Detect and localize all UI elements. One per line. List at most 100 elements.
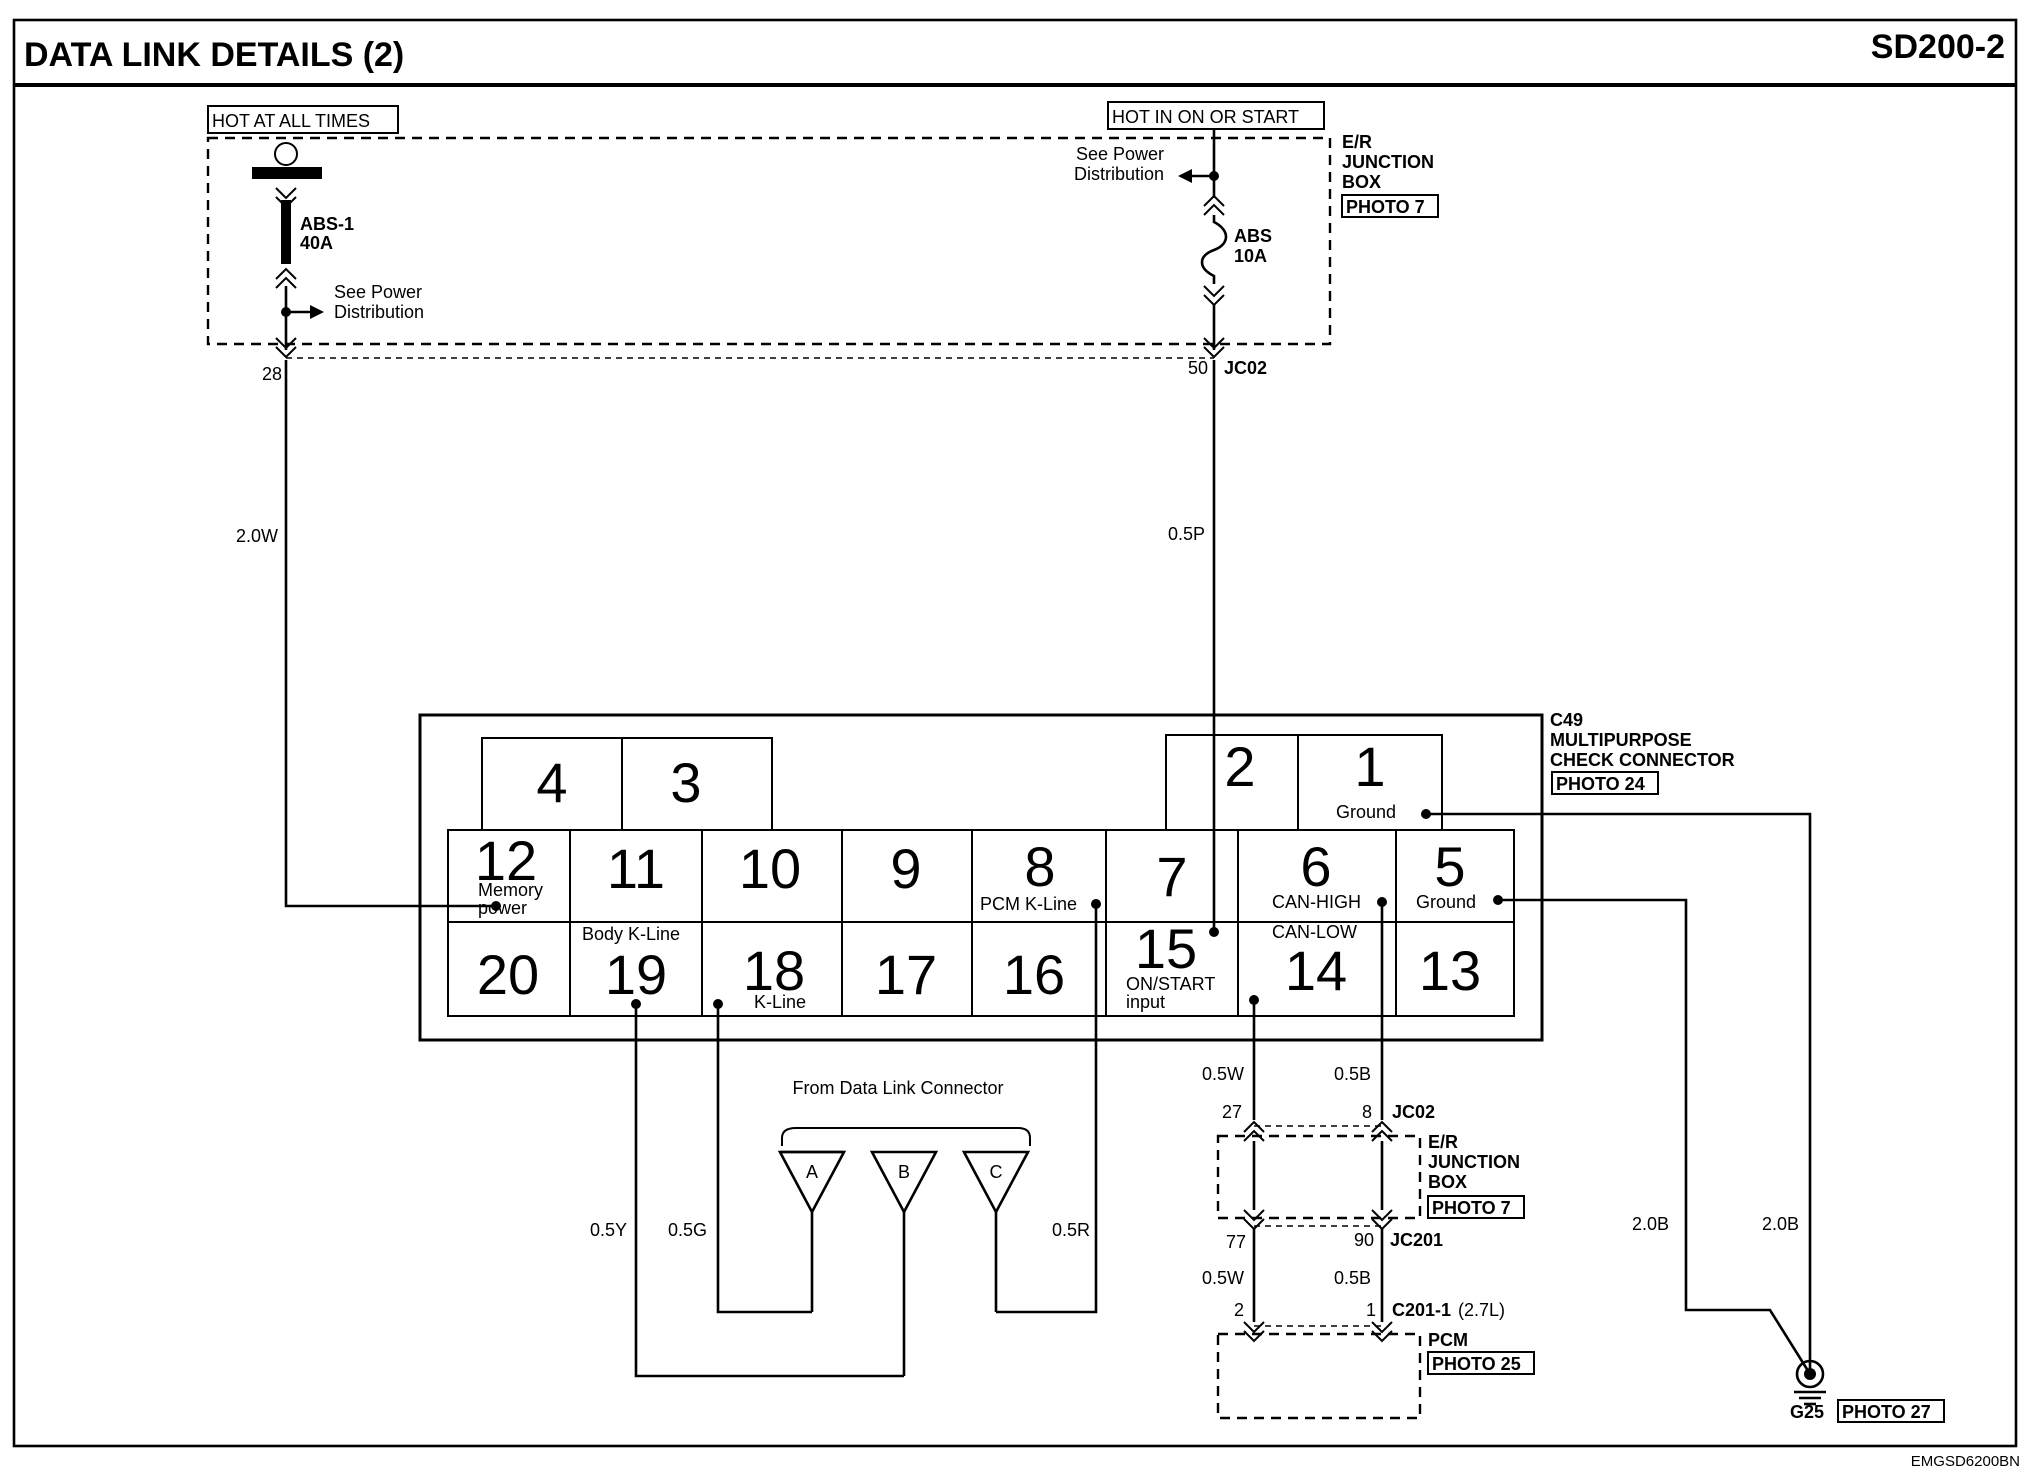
wire-0-5p-label: 0.5P [1168,524,1205,544]
c49-connector-body [418,713,1544,1042]
pin6-can-high-label: CAN-HIGH [1272,892,1361,912]
pin-5: 5 [1434,835,1465,898]
terminal-77: 77 [1226,1232,1246,1252]
wire-0-5r [996,904,1098,1314]
c201-label: C201-1 [1392,1300,1451,1320]
wire-0-5g-label: 0.5G [668,1220,707,1240]
wire-0-5y [634,1004,904,1378]
pin-12: 12 [475,829,537,892]
wire-0-5b-label-upper: 0.5B [1334,1064,1371,1084]
wire-2-0b-label-right: 2.0B [1762,1214,1799,1234]
hot-in-on-start-label: HOT IN ON OR START [1112,107,1299,127]
photo-7-bottom-box [1427,1195,1525,1219]
pin15-junction [1209,927,1219,937]
terminal-50: 50 [1188,358,1208,378]
page-frame [12,18,2018,1448]
wire-2-0b-label-left: 2.0B [1632,1214,1669,1234]
abs-fuse-name: ABS [1234,226,1272,246]
wire-0-5w-label-lower: 0.5W [1202,1268,1244,1288]
abs1-fuse-rating: 40A [300,233,333,253]
c49-line2: MULTIPURPOSE [1550,730,1692,750]
terminal-8: 8 [1362,1102,1372,1122]
photo-25-box [1427,1351,1535,1375]
page-title: DATA LINK DETAILS (2) [24,36,404,74]
junction-box-boundary-top [206,136,1332,346]
pin-11: 11 [607,837,665,900]
terminal-1: 1 [1366,1300,1376,1320]
wire-2-0b-pin5 [1498,898,1812,1375]
abs-fuse [1178,129,1228,359]
terminal-28: 28 [262,364,282,384]
pin-9: 9 [890,837,921,900]
diagram-code: SD200-2 [1871,28,2005,66]
photo-24-box [1551,771,1659,795]
pin-3: 3 [670,751,701,814]
c49-line1: C49 [1550,710,1583,730]
see-power-left-line1: See Power [334,282,422,302]
pin-8: 8 [1024,835,1055,898]
dlc-title: From Data Link Connector [792,1078,1003,1098]
wire-2-0w [284,360,496,908]
junction-box-bottom-line1: E/R [1428,1132,1458,1152]
jc02-label-bottom: JC02 [1392,1102,1435,1122]
wire-0-5y-label: 0.5Y [590,1220,627,1240]
abs1-fusible-link [252,142,324,359]
terminal-27: 27 [1222,1102,1242,1122]
c49-line3: CHECK CONNECTOR [1550,750,1735,770]
abs1-fuse-name: ABS-1 [300,214,354,234]
pin-20: 20 [477,943,539,1006]
pin5-ground-label: Ground [1416,892,1476,912]
see-power-left-line2: Distribution [334,302,424,322]
jc02-jc201-terminals [1243,1120,1393,1231]
pin-17: 17 [875,943,937,1006]
g25-label: G25 [1790,1402,1824,1422]
abs-fuse-rating: 10A [1234,246,1267,266]
pin12-memory-label: Memory [478,880,543,900]
pin-14: 14 [1285,939,1347,1002]
dlc-terminal-c: C [990,1162,1003,1182]
junction-box-top-line3: BOX [1342,172,1381,192]
document-id: EMGSD6200BN [1911,1453,2020,1470]
dlc-bracket [781,1127,1031,1146]
dlc-terminal-b: B [898,1162,910,1182]
junction-box-bottom-photo: PHOTO 7 [1432,1198,1511,1218]
see-power-right-line2: Distribution [1074,164,1164,184]
pin12-junction [491,901,501,911]
pcm-boundary [1216,1332,1422,1420]
see-power-right-line1: See Power [1076,144,1164,164]
pin-7: 7 [1156,845,1187,908]
pin15-input-label: input [1126,992,1165,1012]
pin-13: 13 [1419,939,1481,1002]
pcm-photo: PHOTO 25 [1432,1354,1521,1374]
pin-6: 6 [1300,835,1331,898]
photo-27-box [1837,1399,1945,1423]
pin-18: 18 [743,939,805,1002]
junction-box-bottom-line3: BOX [1428,1172,1467,1192]
pin-15: 15 [1135,917,1197,980]
pin18-kline-label: K-Line [754,992,806,1012]
junction-box-boundary-bottom [1216,1134,1422,1220]
pin-19: 19 [605,943,667,1006]
terminal-2: 2 [1234,1300,1244,1320]
wire-2-0w-label: 2.0W [236,526,278,546]
pin-4: 4 [536,751,567,814]
pin12-power-label: power [478,898,527,918]
jc02-label-top: JC02 [1224,358,1267,378]
pin19-body-kline-label: Body K-Line [582,924,680,944]
pcm-label: PCM [1428,1330,1468,1350]
ground-g25 [1794,1359,1826,1406]
photo-7-top-box [1341,194,1439,218]
junction-box-bottom-line2: JUNCTION [1428,1152,1520,1172]
dlc-terminal-a: A [806,1162,818,1182]
pin14-can-low-label: CAN-LOW [1272,922,1357,942]
hot-at-all-times-label: HOT AT ALL TIMES [212,111,370,131]
pin-16: 16 [1003,943,1065,1006]
c49-pin-grid [447,734,1515,1017]
wire-0-5g [716,1004,812,1314]
junction-box-top-photo: PHOTO 7 [1346,197,1425,217]
junction-box-top-line1: E/R [1342,132,1372,152]
terminal-90: 90 [1354,1230,1374,1250]
wire-0-5r-label: 0.5R [1052,1220,1090,1240]
pin-1: 1 [1354,735,1385,798]
